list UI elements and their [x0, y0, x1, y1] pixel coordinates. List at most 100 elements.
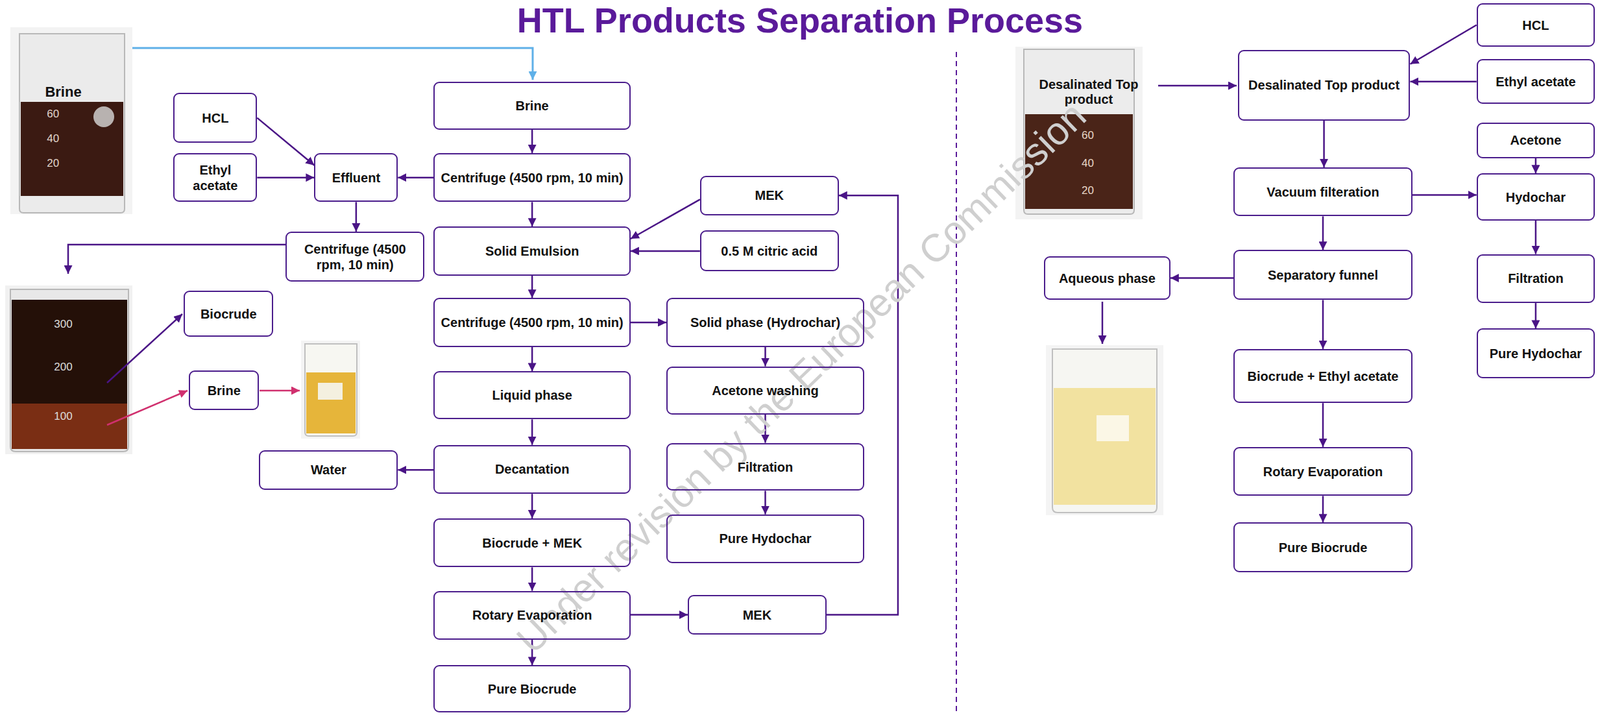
flow-arrow: [1322, 402, 1325, 448]
photo-label: Brine: [17, 83, 110, 100]
flow-arrow: [1409, 25, 1477, 65]
biocrude-beaker-photo: [5, 285, 133, 455]
process-box: Pure Biocrude: [1233, 522, 1412, 573]
process-box: Water: [258, 450, 398, 490]
box-text: Brine: [207, 382, 241, 399]
photo-label: Desalinated Top product: [1032, 77, 1146, 108]
process-box: Liquid phase: [433, 371, 631, 420]
process-box: Biocrude + MEK: [433, 518, 631, 568]
flow-line: [107, 390, 188, 425]
box-text: 0.5 M citric acid: [720, 243, 818, 259]
flow-arrow: [355, 201, 358, 232]
flow-arrow: [1322, 495, 1325, 523]
process-box: Brine: [188, 370, 260, 411]
photo-label: 40: [32, 132, 74, 146]
process-box: Centrifuge (4500 rpm, 10 min): [433, 297, 631, 347]
box-text: Pure Hydochar: [718, 530, 812, 547]
process-box: Pure Hydochar: [666, 514, 865, 564]
process-box: Solid Emulsion: [433, 226, 631, 276]
box-text: Ethyl acetate: [179, 162, 252, 194]
flow-arrow: [764, 490, 767, 514]
box-text: Decantation: [495, 461, 570, 477]
box-text: Centrifuge (4500 rpm, 10 min): [441, 314, 624, 331]
flow-line: [1101, 301, 1104, 344]
box-text: Acetone washing: [711, 382, 819, 399]
box-text: Biocrude + Ethyl acetate: [1247, 368, 1399, 385]
flow-arrow: [1412, 193, 1477, 196]
divider-line: [955, 51, 958, 715]
box-text: Rotary Evaporation: [472, 607, 592, 623]
process-box: MEK: [700, 175, 839, 216]
process-box: Rotary Evaporation: [433, 591, 631, 640]
flow-arrow: [531, 347, 534, 372]
flow-arrow: [531, 201, 534, 227]
box-text: HCL: [201, 110, 229, 126]
flow-arrow: [630, 321, 667, 324]
box-text: Ethyl acetate: [1495, 73, 1576, 90]
process-box: Biocrude: [183, 290, 274, 337]
box-text: Pure Biocrude: [487, 681, 577, 697]
flow-arrow: [531, 129, 534, 154]
box-text: HCL: [1522, 17, 1549, 34]
brine-beaker-photo: [10, 27, 133, 215]
box-text: Effluent: [332, 169, 381, 186]
box-text: Water: [310, 461, 347, 478]
photo-label: 20: [1067, 184, 1109, 198]
process-box: Aqueous phase: [1043, 256, 1171, 301]
box-text: Acetone: [1509, 132, 1562, 148]
box-text: Solid Emulsion: [485, 243, 579, 259]
process-box: Centrifuge (4500 rpm, 10 min): [285, 231, 425, 282]
box-text: Desalinated Top product: [1248, 77, 1400, 93]
flow-arrow: [256, 118, 315, 166]
flow-arrow: [630, 613, 688, 616]
process-box: Separatory funnel: [1233, 249, 1412, 300]
box-text: Aqueous phase: [1058, 270, 1156, 287]
box-text: Filtration: [1507, 270, 1564, 287]
process-box: Ethyl acetate: [1476, 59, 1595, 104]
box-text: Biocrude + MEK: [482, 535, 582, 551]
process-box: Pure Biocrude: [433, 665, 631, 712]
process-box: Solid phase (Hydrochar): [666, 297, 865, 347]
flow-arrow: [1322, 120, 1325, 168]
process-box: Acetone washing: [666, 366, 865, 415]
process-box: HCL: [1476, 3, 1595, 48]
flow-arrow: [1535, 303, 1538, 329]
box-text: Liquid phase: [491, 387, 572, 403]
flow-arrow: [1322, 299, 1325, 349]
box-text: Hydochar: [1505, 189, 1566, 206]
flow-arrow: [630, 250, 701, 253]
flow-arrow: [764, 347, 767, 367]
photo-label: 100: [37, 410, 89, 424]
feed-line: [132, 48, 533, 80]
process-box: Brine: [433, 81, 631, 130]
photo-label: 200: [37, 360, 89, 374]
brine-sample-photo: [301, 340, 361, 439]
flow-arrow: [1535, 220, 1538, 255]
box-text: Pure Biocrude: [1278, 539, 1368, 556]
process-box: Pure Hydochar: [1476, 328, 1595, 379]
flow-arrow: [397, 176, 434, 179]
flow-arrow: [531, 275, 534, 299]
title: HTL Products Separation Process: [0, 1, 1600, 40]
process-box: Biocrude + Ethyl acetate: [1233, 349, 1412, 403]
flow-arrow: [1535, 158, 1538, 174]
flow-arrow: [397, 469, 434, 472]
aqueous-beaker-photo: [1045, 345, 1164, 516]
flow-line: [68, 244, 286, 274]
process-box: Hydochar: [1476, 173, 1595, 220]
box-text: Solid phase (Hydrochar): [690, 314, 841, 331]
box-text: Filtration: [737, 459, 794, 475]
photo-label: 60: [32, 107, 74, 121]
process-box: Filtration: [1476, 254, 1595, 304]
box-text: Centrifuge (4500 rpm, 10 min): [291, 241, 419, 273]
box-text: MEK: [742, 607, 772, 623]
process-box: Ethyl acetate: [173, 153, 257, 202]
box-text: Centrifuge (4500 rpm, 10 min): [441, 169, 624, 186]
flow-arrow: [256, 176, 315, 179]
box-text: Pure Hydochar: [1489, 345, 1582, 362]
photo-label: 300: [37, 317, 89, 331]
box-text: Biocrude: [200, 306, 257, 322]
process-box: Rotary Evaporation: [1233, 447, 1412, 496]
flow-arrow: [630, 199, 701, 239]
process-box: Acetone: [1476, 122, 1595, 159]
